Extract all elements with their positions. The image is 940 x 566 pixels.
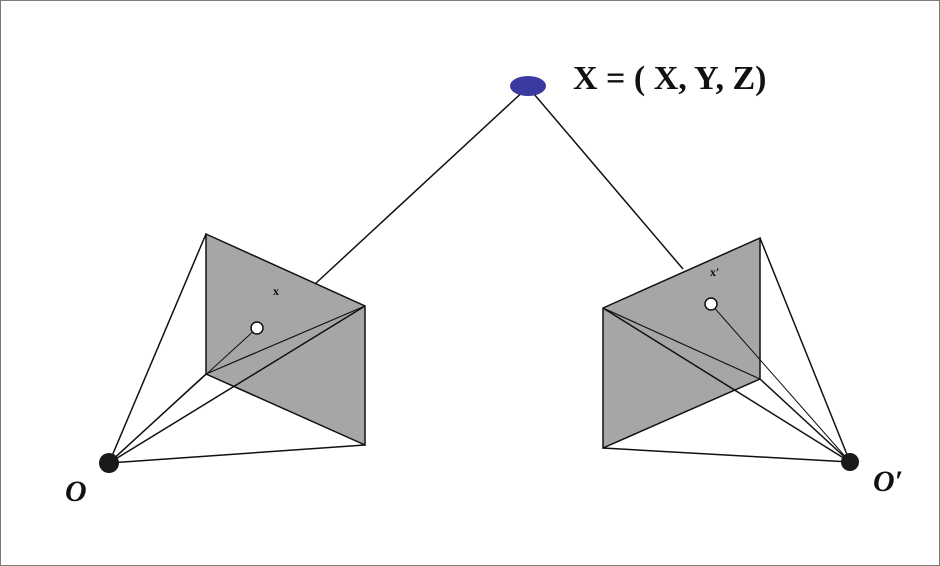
right-frustum-edge-top <box>759 237 851 463</box>
right-image-point-label: x′ <box>710 265 719 279</box>
right-frustum-edge-bottom-left <box>602 447 851 463</box>
left-camera: x O <box>65 232 366 508</box>
right-frustum-edge-mid <box>602 307 851 463</box>
left-image-point-marker <box>250 321 264 335</box>
left-image-point-label: x <box>273 284 279 298</box>
right-camera-center-label: O′ <box>873 465 903 498</box>
left-ray-from-world-point <box>314 86 529 285</box>
left-frustum-edge-top <box>108 233 207 464</box>
right-image-point-marker <box>704 297 718 311</box>
left-camera-center-label: O <box>65 475 87 508</box>
right-camera-center <box>841 453 859 471</box>
right-plane-diagonal <box>602 307 761 380</box>
left-camera-center <box>99 453 119 473</box>
left-frustum-edge-bottom-right <box>108 444 366 464</box>
world-point-marker <box>510 76 546 96</box>
right-frustum-edge-bottom-right <box>759 378 851 463</box>
left-plane-diagonal <box>205 305 366 375</box>
left-frustum-edge-mid <box>108 305 366 464</box>
world-point-label: X = ( X, Y, Z) <box>573 60 766 97</box>
left-ray-to-image-point <box>108 327 258 464</box>
right-ray-to-image-point <box>710 303 851 463</box>
right-ray-from-world-point <box>527 86 684 270</box>
right-camera: x′ O′ <box>602 236 903 498</box>
